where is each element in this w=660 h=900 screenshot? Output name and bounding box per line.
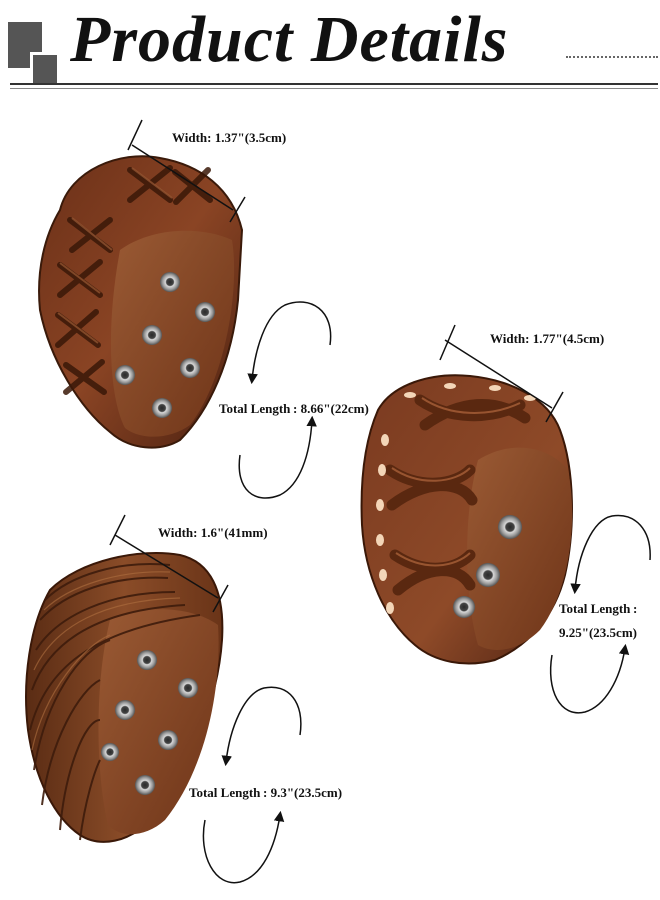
length-label-3: Total Length : 9.3"(23.5cm) (189, 785, 343, 800)
bracelet-multistrand (25, 552, 224, 843)
length-arrows-1 (238, 301, 332, 499)
width-label-3: Width: 1.6"(41mm) (158, 525, 268, 540)
width-label-1: Width: 1.37"(3.5cm) (172, 130, 287, 145)
width-indicator-1 (127, 119, 246, 223)
length-arrows-3 (202, 686, 302, 884)
decor-square-small (30, 52, 57, 85)
width-label-2: Width: 1.77"(4.5cm) (490, 331, 605, 346)
dotted-divider (566, 56, 658, 58)
width-indicator-3 (109, 514, 229, 613)
length-label-2-line1: Total Length : (559, 601, 638, 616)
length-label-1: Total Length : 8.66"(22cm) (219, 401, 369, 416)
length-arrows-2 (549, 514, 651, 714)
bracelet-laced (360, 374, 573, 665)
header-rule (10, 83, 658, 85)
length-label-2-line2: 9.25"(23.5cm) (559, 625, 637, 640)
width-indicator-2 (439, 324, 564, 423)
header-rule-thin (10, 88, 658, 89)
header: Product Details (0, 0, 660, 95)
bracelet-woven (38, 155, 244, 449)
page-title: Product Details (70, 3, 509, 76)
